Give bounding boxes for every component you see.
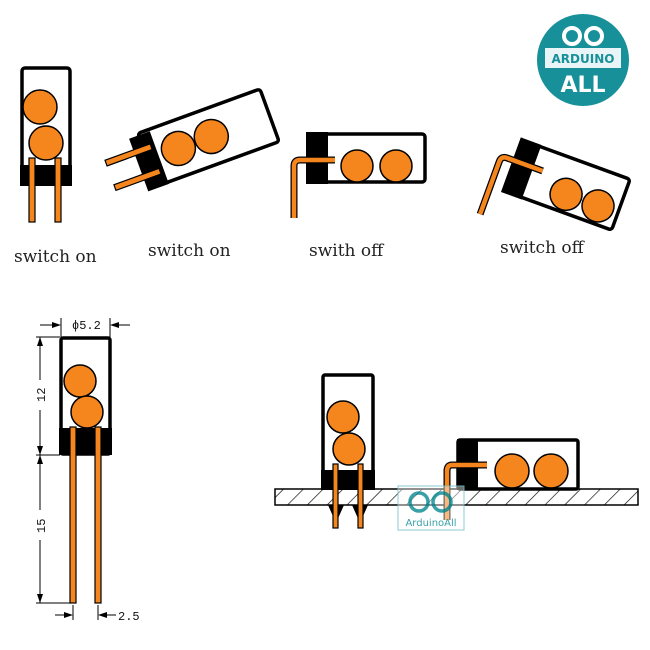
svg-text:ALL: ALL: [560, 73, 605, 98]
label-switch-on-2: switch on: [148, 241, 231, 261]
infinity-icon: [408, 491, 453, 513]
svg-text:ArduinoAll: ArduinoAll: [405, 518, 456, 529]
switch-tilted-off: [476, 137, 631, 231]
dim-diameter: ϕ5.2: [72, 319, 101, 333]
switch-vertical-on: [20, 66, 72, 223]
dim-pitch: 2.5: [118, 610, 140, 624]
switch-tilted-on: [104, 88, 281, 192]
switch-horizontal-off: [290, 132, 427, 218]
dim-lead-length: 15: [35, 519, 49, 533]
dim-body-height: 12: [35, 388, 49, 402]
infinity-icon: [562, 26, 604, 46]
dimension-drawing: ϕ5.2 12 15 2.5: [35, 318, 140, 624]
label-switch-on-1: switch on: [14, 247, 97, 267]
label-switch-off-2: switch off: [500, 238, 586, 258]
svg-text:ARDUINO: ARDUINO: [552, 52, 615, 66]
label-switch-off-1: swith off: [309, 241, 385, 261]
pcb-mounting: [274, 373, 639, 529]
arduino-all-logo: ARDUINO ALL: [537, 14, 629, 106]
arduinoall-watermark: ArduinoAll: [397, 485, 465, 531]
